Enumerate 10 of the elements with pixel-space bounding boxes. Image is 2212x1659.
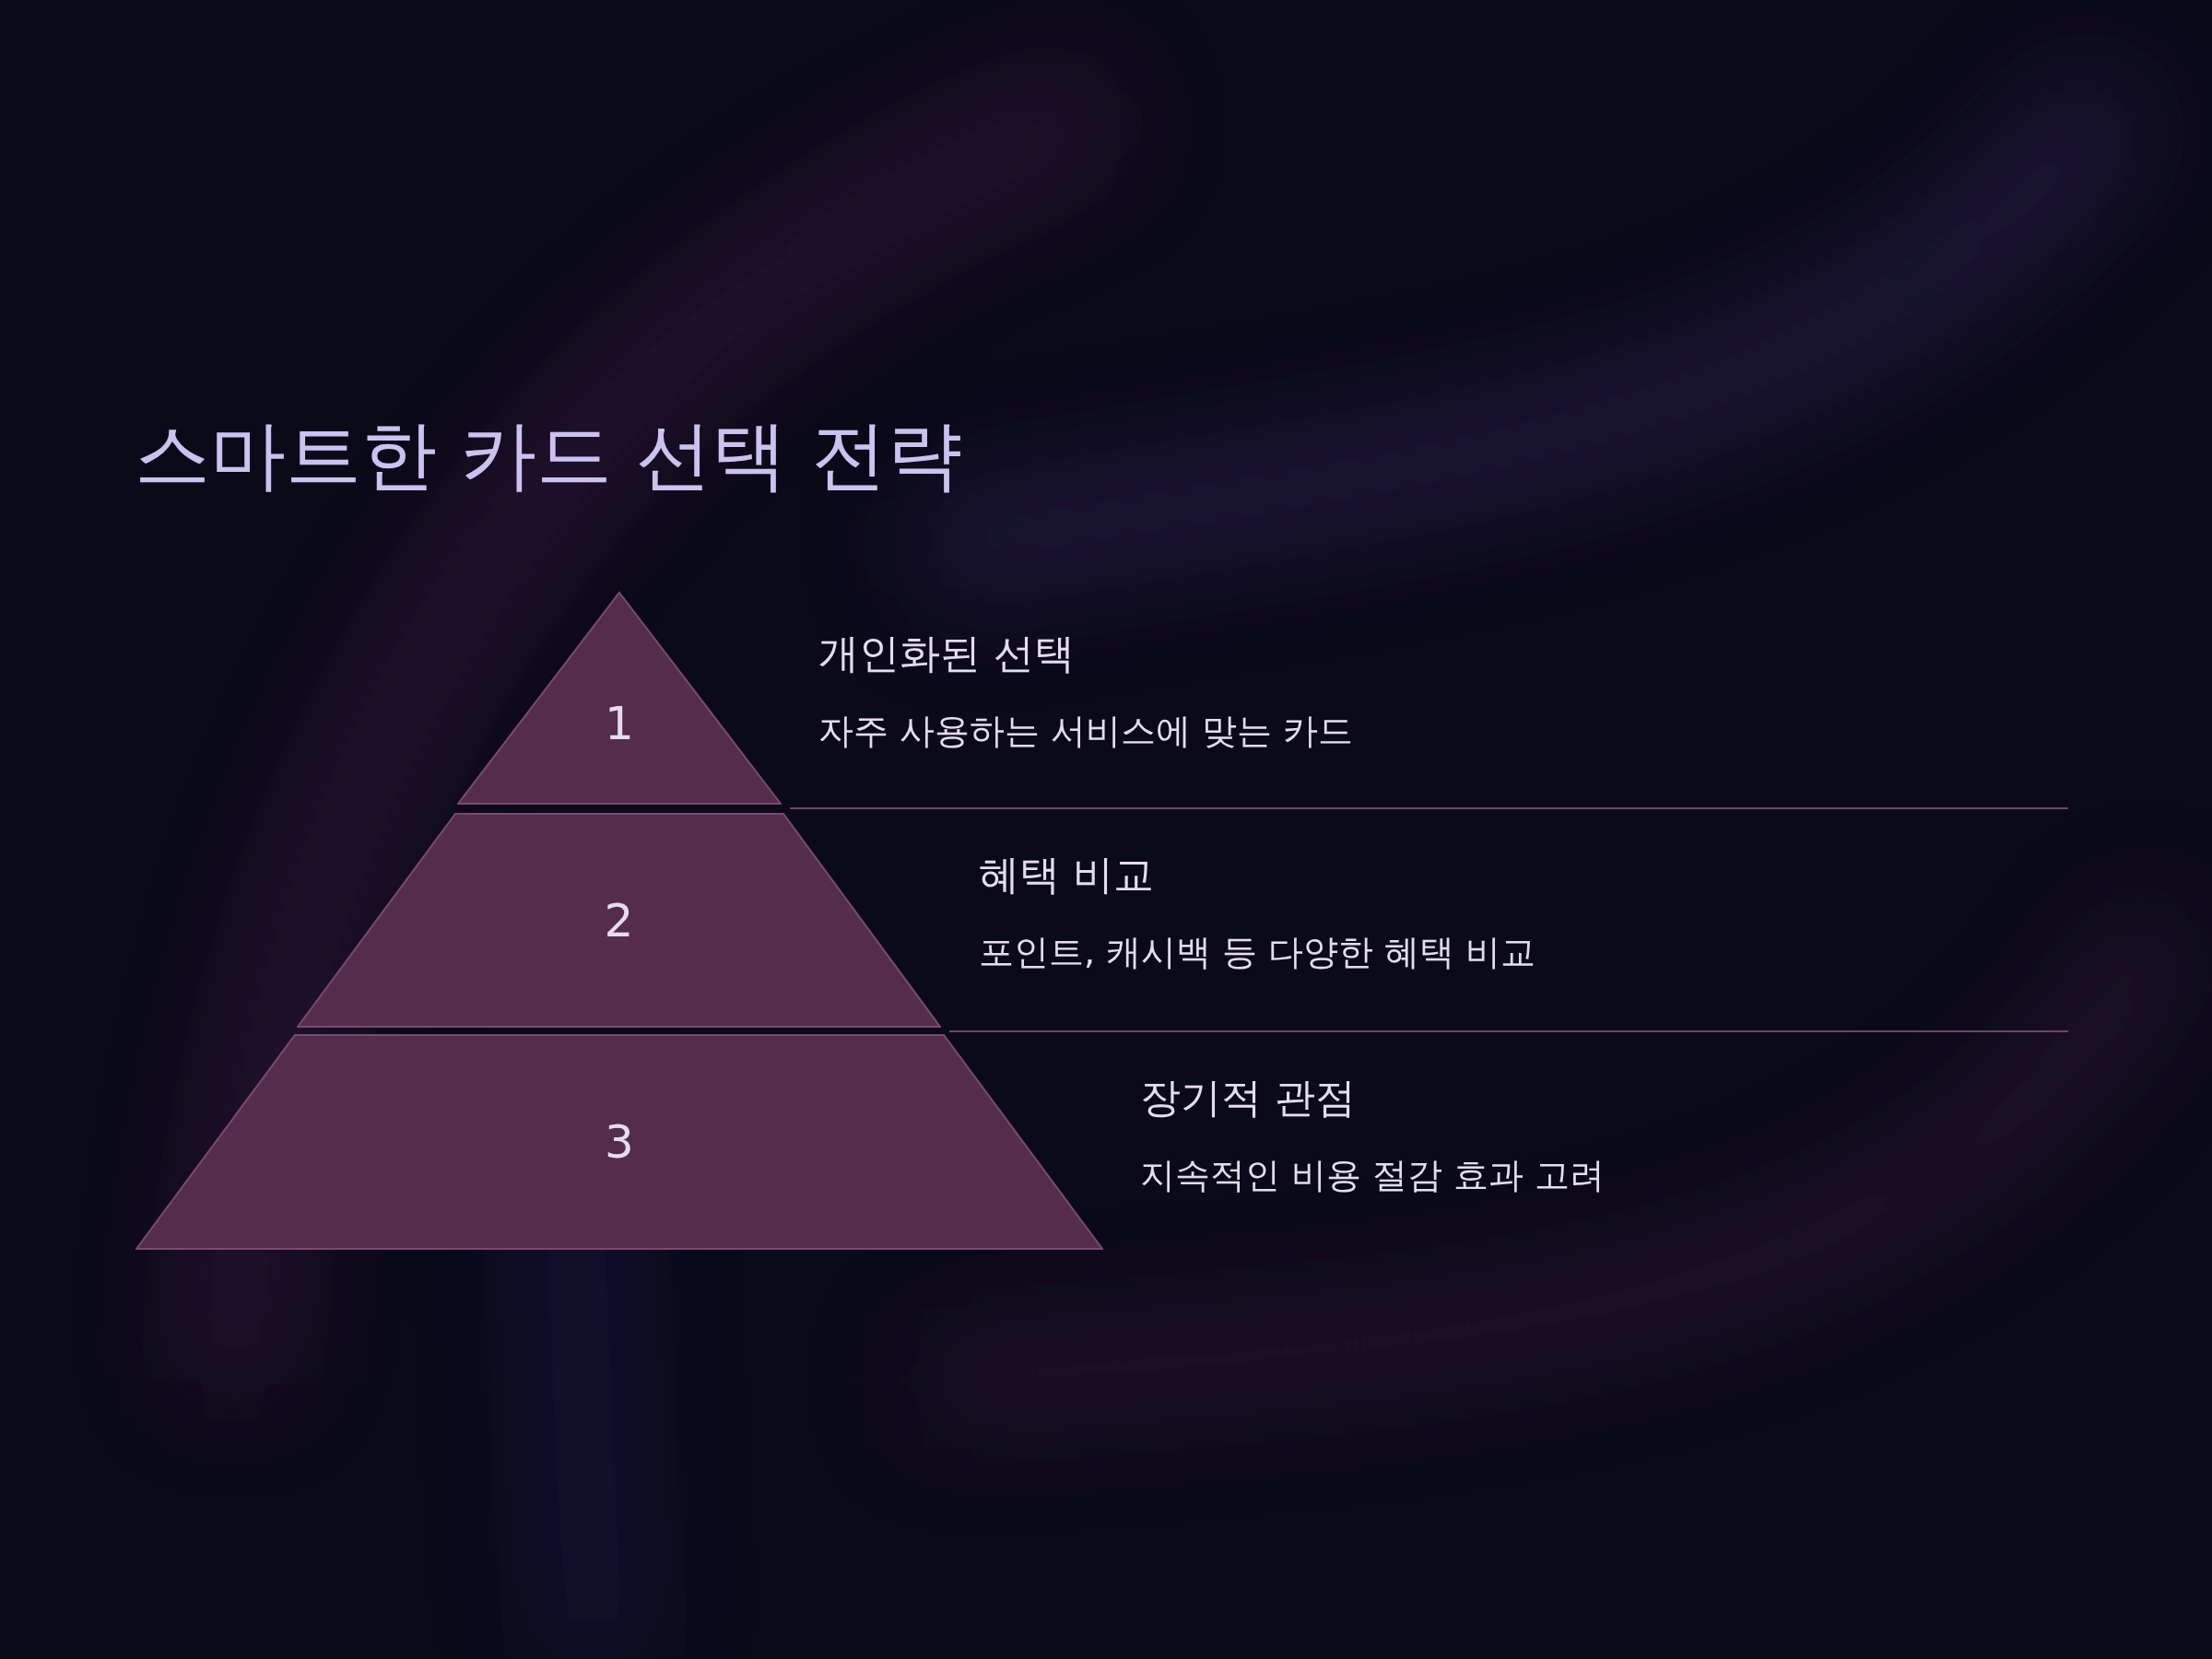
tier-description: 포인트, 캐시백 등 다양한 혜택 비교	[979, 931, 1536, 974]
tier-number: 2	[603, 894, 635, 947]
tier-description: 자주 사용하는 서비스에 맞는 카드	[818, 710, 1354, 753]
tier-description: 지속적인 비용 절감 효과 고려	[1140, 1154, 1606, 1197]
tier-heading: 혜택 비교	[979, 850, 1154, 900]
tier-number: 1	[604, 697, 635, 750]
tier-heading: 장기적 관점	[1140, 1073, 1356, 1123]
tier-number: 3	[604, 1115, 635, 1169]
tier-heading: 개인화된 선택	[818, 629, 1075, 678]
title: 스마트한 카드 선택 전략	[135, 410, 963, 500]
